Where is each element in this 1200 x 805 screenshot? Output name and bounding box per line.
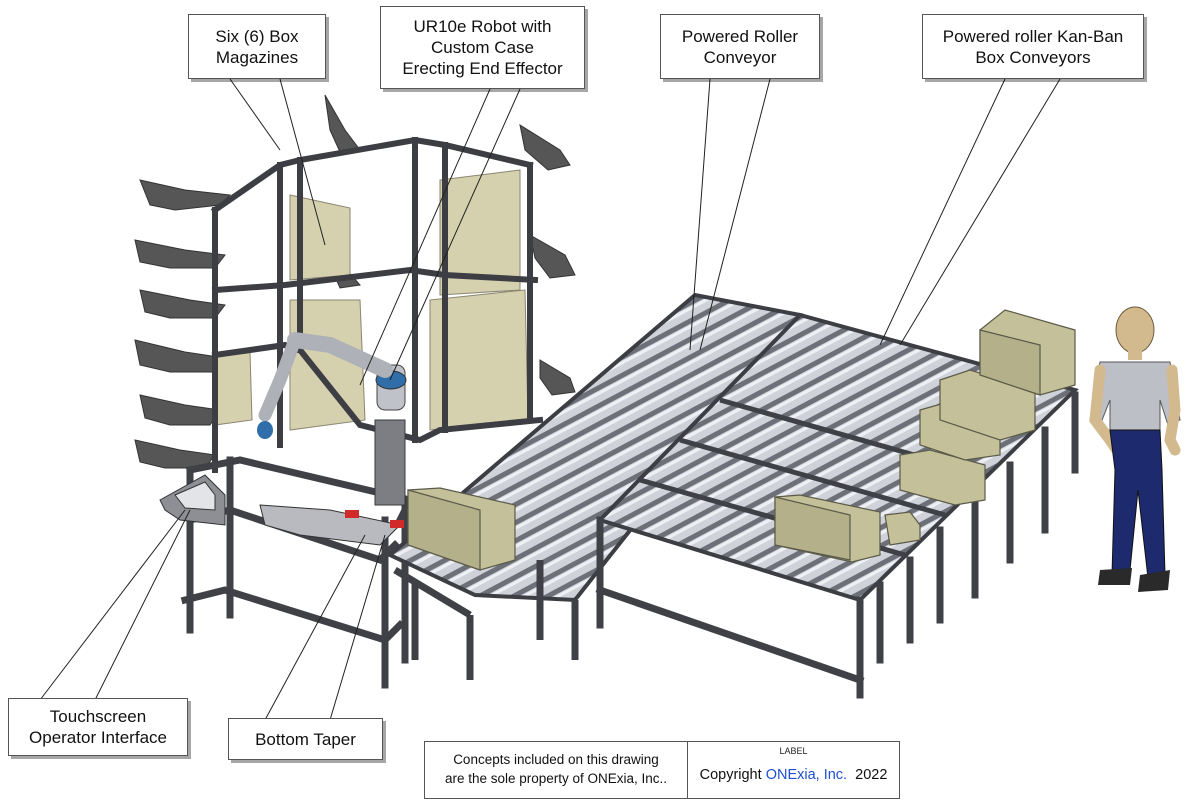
company-name: ONExia, Inc. [765,767,848,783]
title-block: Concepts included on this drawing are th… [424,741,900,799]
cardboard-boxes [407,309,1076,571]
human-figure [1089,306,1181,592]
ur10e-robot [257,332,407,506]
callout-touchscreen: Touchscreen Operator Interface [8,698,188,756]
copyright-prefix: Copyright [699,767,762,783]
ownership-notice: Concepts included on this drawing are th… [425,742,688,798]
copyright-year: 2022 [855,767,888,783]
copyright-line: Copyright ONExia, Inc. 2022 [688,767,899,783]
callout-box-magazines: Six (6) Box Magazines [188,14,326,79]
callout-bottom-taper: Bottom Taper [228,718,383,760]
magazine-fins [134,94,576,469]
magazine-frame [210,136,544,473]
copyright-cell: LABEL Copyright ONExia, Inc. 2022 [688,742,899,798]
bottom-taper [259,504,404,546]
magazine-panels [214,169,529,431]
callout-powered-roller-conveyor: Powered Roller Conveyor [660,14,820,79]
callout-kanban-conveyors: Powered roller Kan-Ban Box Conveyors [922,14,1144,79]
callout-robot: UR10e Robot with Custom Case Erecting En… [380,6,585,89]
label-caption: LABEL [779,746,808,756]
touchscreen [159,474,226,526]
leader-lines [39,78,1061,721]
